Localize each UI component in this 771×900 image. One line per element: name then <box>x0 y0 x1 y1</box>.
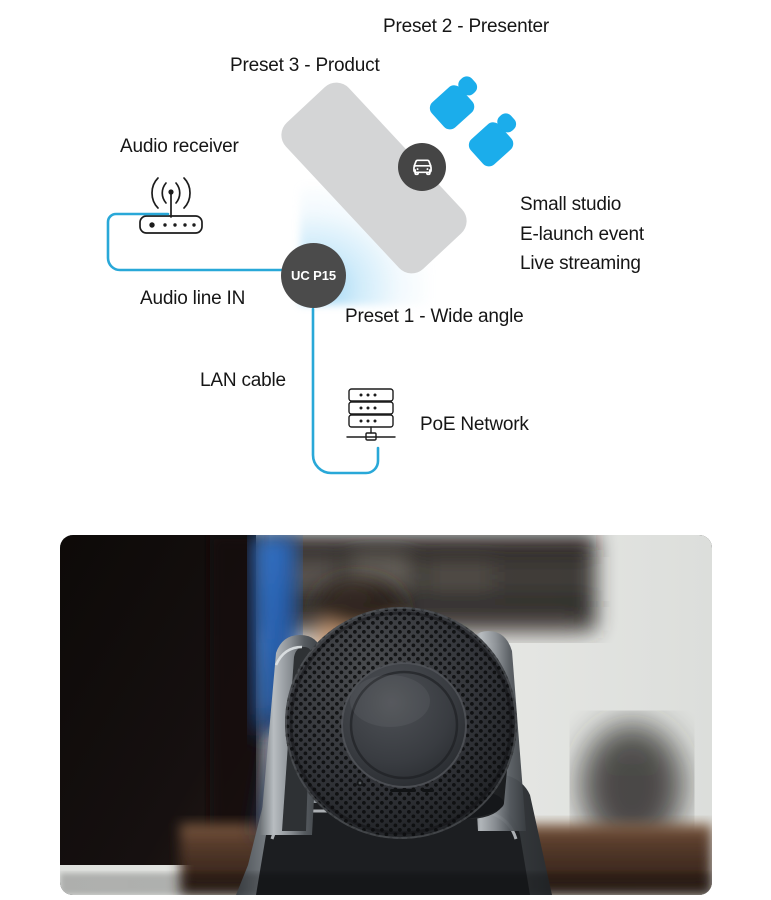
poe-network-label: PoE Network <box>420 414 529 435</box>
use-case-label: Live streaming <box>520 253 641 274</box>
video-camera-icon <box>423 67 493 142</box>
connection-diagram: UC P15 Preset 2 - Presenter Preset 3 - P… <box>106 16 644 475</box>
video-camera-icon <box>462 104 532 179</box>
use-case-label: Small studio <box>520 194 622 215</box>
wireless-router-icon <box>128 170 214 249</box>
preset-1-label: Preset 1 - Wide angle <box>345 306 524 327</box>
uc-p15-hub-label: UC P15 <box>291 268 336 283</box>
preset-2-label: Preset 2 - Presenter <box>383 16 550 37</box>
ptz-camera-photo <box>60 535 712 895</box>
poe-network-server-icon <box>339 385 403 452</box>
audio-line-in-label: Audio line IN <box>140 288 246 309</box>
uc-p15-hub-node[interactable]: UC P15 <box>281 243 346 308</box>
use-case-label: E-launch event <box>520 224 644 245</box>
preset-3-label: Preset 3 - Product <box>230 55 380 76</box>
car-icon <box>398 143 446 191</box>
audio-receiver-label: Audio receiver <box>120 136 239 157</box>
lan-cable-label: LAN cable <box>200 370 286 391</box>
